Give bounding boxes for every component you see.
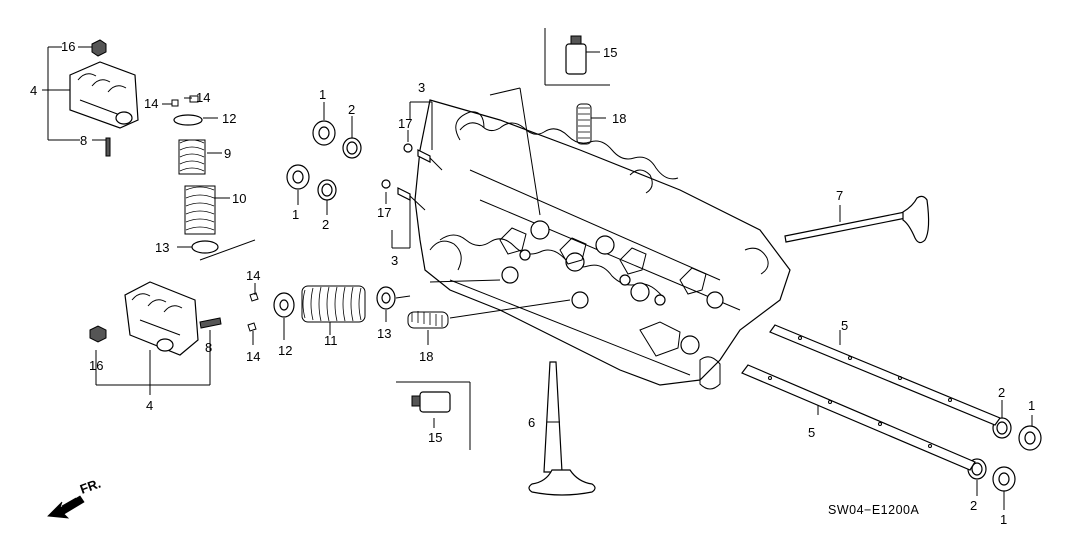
valve-stem-seal-upper — [576, 103, 592, 145]
callout-18: 18 — [419, 349, 433, 364]
callout-14: 14 — [196, 90, 210, 105]
callout-11: 11 — [324, 333, 338, 348]
callout-8: 8 — [80, 133, 87, 148]
washer-2-upper — [342, 137, 362, 159]
leader-lines — [42, 46, 1033, 510]
callout-14: 14 — [246, 268, 260, 283]
callout-5: 5 — [841, 318, 848, 333]
callout-13: 13 — [377, 326, 391, 341]
bolt-8-upper — [105, 137, 111, 157]
callout-1: 1 — [319, 87, 326, 102]
callout-12: 12 — [278, 343, 292, 358]
cylinder-head — [414, 87, 791, 390]
front-label: FR. — [78, 476, 103, 497]
rocker-shaft-lower — [741, 364, 976, 471]
seal-1-right-upper — [1018, 425, 1042, 451]
callout-5: 5 — [808, 425, 815, 440]
callout-3: 3 — [418, 80, 425, 95]
pin-3-upper — [403, 143, 443, 171]
callout-12: 12 — [222, 111, 236, 126]
callout-10: 10 — [232, 191, 246, 206]
lash-adjuster-15-upper — [544, 28, 610, 86]
callout-17: 17 — [398, 116, 412, 131]
callout-4: 4 — [30, 83, 37, 98]
valve-spring-stack-left — [171, 95, 219, 254]
seal-1-upper — [312, 120, 336, 146]
callout-2: 2 — [998, 385, 1005, 400]
lash-adjuster-15-lower — [396, 381, 471, 450]
callout-16: 16 — [89, 358, 103, 373]
callout-1: 1 — [1028, 398, 1035, 413]
callout-14: 14 — [246, 349, 260, 364]
callout-1: 1 — [292, 207, 299, 222]
front-arrow-icon — [47, 495, 85, 519]
callout-4: 4 — [146, 398, 153, 413]
callout-9: 9 — [224, 146, 231, 161]
washer-2-middle — [317, 179, 337, 201]
seal-1-middle — [286, 164, 310, 190]
washer-2-right-upper — [992, 417, 1012, 439]
callout-15: 15 — [428, 430, 442, 445]
seal-1-right-lower — [992, 466, 1016, 492]
exhaust-valve-6 — [528, 361, 596, 496]
intake-valve-7 — [784, 195, 930, 244]
callout-13: 13 — [155, 240, 169, 255]
callout-14: 14 — [144, 96, 158, 111]
callout-7: 7 — [836, 188, 843, 203]
callout-8: 8 — [205, 340, 212, 355]
callout-16: 16 — [61, 39, 75, 54]
callout-labels: 16 4 8 14 14 12 9 10 13 1 2 1 2 3 17 17 … — [30, 39, 1035, 527]
rocker-arm-assembly-upper — [69, 39, 139, 129]
rocker-arm-assembly-lower — [89, 281, 222, 356]
valve-spring-stack-center — [247, 285, 396, 332]
callout-15: 15 — [603, 45, 617, 60]
callout-1: 1 — [1000, 512, 1007, 527]
front-direction-marker: FR. — [47, 476, 103, 519]
callout-2: 2 — [348, 102, 355, 117]
valve-stem-seal-lower — [407, 311, 449, 329]
callout-2: 2 — [970, 498, 977, 513]
callout-17: 17 — [377, 205, 391, 220]
callout-2: 2 — [322, 217, 329, 232]
diagram-code: SW04−E1200A — [828, 503, 919, 517]
rocker-shaft-upper — [769, 324, 1001, 426]
callout-6: 6 — [528, 415, 535, 430]
callout-3: 3 — [391, 253, 398, 268]
callout-18: 18 — [612, 111, 626, 126]
pin-3-lower — [381, 179, 426, 211]
